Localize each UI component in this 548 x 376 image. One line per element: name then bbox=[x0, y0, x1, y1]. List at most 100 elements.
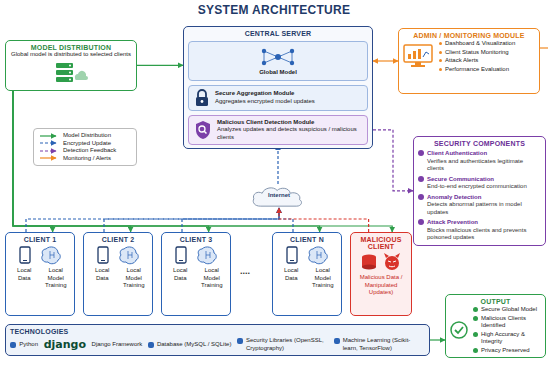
label-text: django bbox=[44, 338, 86, 352]
title: SYSTEM ARCHITECTURE bbox=[0, 3, 548, 17]
icon-part bbox=[206, 251, 210, 259]
icon bbox=[403, 43, 433, 69]
legend-sample bbox=[39, 133, 59, 139]
icon-part bbox=[317, 251, 321, 259]
label-text: Global model is distributed to selected … bbox=[10, 51, 132, 59]
internet-cloud: Internet bbox=[251, 184, 307, 208]
label-text: Secure Communication bbox=[418, 176, 541, 184]
icon-part bbox=[56, 77, 73, 82]
label-text: Anomaly Detection bbox=[418, 194, 541, 202]
output-box: OUTPUTSecure Global ModelMalicious Clien… bbox=[445, 294, 546, 358]
icon-part bbox=[56, 63, 73, 68]
label-text: Security Libraries (OpenSSL, Cryptograph… bbox=[237, 337, 328, 352]
icon-part bbox=[290, 61, 294, 65]
icon-part bbox=[204, 131, 206, 133]
icon-part bbox=[69, 64, 71, 66]
icon-part bbox=[262, 61, 266, 65]
icon-part bbox=[176, 247, 186, 263]
label-text: Local Model Training bbox=[120, 267, 149, 290]
label-text: Analyzes updates and detects suspicious … bbox=[217, 126, 362, 141]
label-text: Encrypted Update bbox=[63, 140, 111, 148]
icon-part bbox=[196, 97, 208, 106]
icon bbox=[194, 120, 212, 140]
icon-part bbox=[309, 247, 327, 264]
icon-part bbox=[69, 78, 71, 80]
node-body: Local DataLocal Model Training bbox=[88, 267, 148, 290]
icon bbox=[10, 245, 70, 265]
label-text: Monitoring / Alerts bbox=[63, 155, 111, 163]
label-text: Secure Aggregation Module bbox=[215, 90, 362, 98]
label-text: Client Authentication bbox=[418, 150, 541, 158]
label-text: Local Data bbox=[10, 267, 39, 290]
icon-part bbox=[42, 247, 60, 264]
icon bbox=[166, 245, 226, 265]
icon-part bbox=[362, 265, 376, 270]
connector bbox=[104, 208, 279, 232]
icon-part bbox=[196, 121, 210, 139]
client-box: CLIENT 3Local DataLocal Model Training bbox=[161, 232, 231, 316]
icon-part bbox=[198, 90, 206, 97]
node-body: Secure Global ModelMalicious Clients Ide… bbox=[450, 305, 541, 354]
icon-part bbox=[385, 256, 399, 270]
icon bbox=[355, 252, 407, 272]
malicious-client-box: MALICIOUS CLIENTMalicious Data / Manipul… bbox=[350, 232, 412, 316]
heading: SECURITY COMPONENTS bbox=[418, 140, 541, 147]
legend-row: Encrypted Update bbox=[39, 140, 131, 148]
connector bbox=[13, 91, 209, 233]
icon-part bbox=[408, 54, 411, 59]
icon-part bbox=[262, 49, 294, 65]
node-body: Malicious Client Detection ModuleAnalyze… bbox=[194, 119, 362, 142]
label-text: Dashboard & Visualization bbox=[438, 40, 535, 48]
label-text: Local Data bbox=[277, 267, 306, 290]
icon-part bbox=[40, 150, 56, 151]
module-box: Global Model bbox=[188, 41, 368, 81]
legend: Model DistributionEncrypted UpdateDetect… bbox=[33, 128, 137, 166]
connector bbox=[277, 145, 278, 184]
icon-part bbox=[98, 247, 108, 263]
legend-row: Detection Feedback bbox=[39, 147, 131, 155]
icon bbox=[194, 89, 210, 107]
connector bbox=[279, 208, 369, 232]
icon-part bbox=[413, 51, 416, 59]
icon-part bbox=[194, 120, 212, 140]
legend-row: Monitoring / Alerts bbox=[39, 155, 131, 163]
icon-part bbox=[75, 70, 88, 79]
icon-part bbox=[179, 260, 183, 261]
client-box: CLIENT 1Local DataLocal Model Training bbox=[5, 232, 75, 316]
label-text: Machine Learning (Scikit-learn, TensorFl… bbox=[334, 337, 425, 352]
icon-part bbox=[201, 100, 204, 103]
ellipsis-label: .... bbox=[240, 266, 250, 276]
icon bbox=[277, 245, 337, 265]
client-box: CLIENT NLocal DataLocal Model Training bbox=[272, 232, 342, 316]
node-body: PythondjangoDjango FrameworkDatabase (My… bbox=[10, 337, 425, 352]
label-text: Malicious Data / Manipulated Updates) bbox=[355, 274, 407, 297]
icon bbox=[88, 245, 148, 265]
heading: CLIENT N bbox=[277, 236, 337, 243]
label-text: High Accuracy & Integrity bbox=[473, 331, 541, 346]
process-box: ADMIN / MONITORING MODULEDashboard & Vis… bbox=[398, 28, 540, 94]
icon-part bbox=[418, 49, 421, 59]
module-box: Secure Aggregation ModuleAggregates encr… bbox=[188, 85, 368, 111]
label-text: Blocks malicious clients and prevents po… bbox=[418, 227, 541, 242]
icon-part bbox=[264, 51, 292, 63]
text-column: Malicious Client Detection ModuleAnalyze… bbox=[217, 119, 362, 142]
icon-part bbox=[40, 158, 56, 159]
client-box: CLIENT 2Local DataLocal Model Training bbox=[83, 232, 153, 316]
connector bbox=[137, 65, 183, 66]
icon-part bbox=[101, 260, 105, 261]
text-column: Global Model bbox=[194, 69, 362, 77]
label-text: Database (MySQL / SQLite) bbox=[148, 341, 231, 349]
icon-part bbox=[451, 322, 467, 338]
icon-part bbox=[388, 261, 396, 267]
label-text: Internet bbox=[268, 192, 290, 200]
node-body: Local DataLocal Model Training bbox=[166, 267, 226, 290]
label-text: Local Data bbox=[88, 267, 117, 290]
icon-part bbox=[170, 245, 222, 265]
icon-part bbox=[54, 61, 88, 85]
icon-part bbox=[258, 47, 298, 67]
icon-part bbox=[262, 49, 266, 53]
label-text: Model Distribution bbox=[63, 132, 111, 140]
label-text: Performance Evaluation bbox=[438, 66, 535, 74]
icon-part bbox=[56, 70, 73, 75]
